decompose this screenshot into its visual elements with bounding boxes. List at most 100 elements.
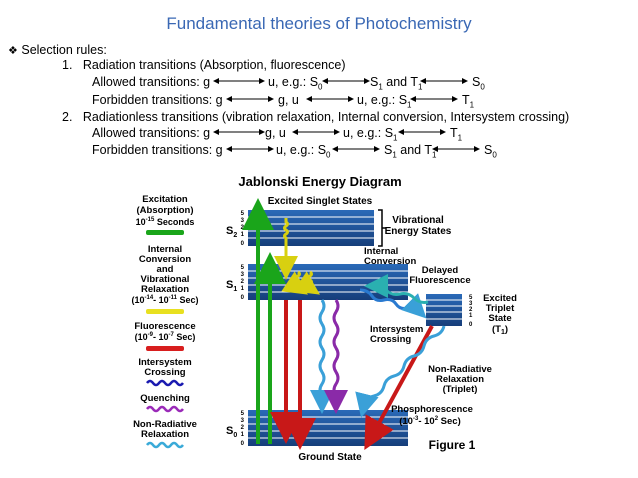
quenching-arrow [324, 299, 348, 414]
triplet-label-2: Triplet [486, 303, 515, 314]
nrr-triplet-label-3: (Triplet) [443, 384, 478, 395]
forbidden-example: u, e.g.: S0 [276, 143, 331, 160]
legend: Excitation (Absorption) 10-15 Seconds In… [131, 194, 199, 449]
allowed-states: S1 and T1 [370, 75, 423, 92]
svg-text:3: 3 [241, 272, 245, 278]
item-number: 2. [62, 110, 73, 124]
svg-text:3: 3 [469, 301, 473, 307]
t1-band [426, 294, 462, 326]
isc-label-1: Intersystem [370, 324, 423, 335]
legend-fluorescence-swatch [146, 346, 184, 351]
allowed-example: u, e.g.: S0 [268, 75, 323, 92]
s2-band [248, 210, 374, 246]
item-number: 1. [62, 58, 73, 72]
nrr-triplet-arrow [355, 325, 446, 418]
delayed-fluorescence-arrow [364, 274, 429, 304]
svg-text:0: 0 [241, 295, 245, 301]
allowed-mid: g, u [265, 126, 286, 140]
legend-excitation-swatch [146, 230, 184, 235]
svg-text:Quenching: Quenching [140, 393, 190, 404]
internal-conversion-label-1: Internal [364, 246, 398, 257]
svg-text:(10-14- 10-11 Sec): (10-14- 10-11 Sec) [131, 295, 198, 305]
double-arrow-icon [213, 78, 265, 84]
svg-text:2: 2 [469, 307, 473, 313]
jablonski-diagram: Jablonski Energy Diagram Excited Singlet… [131, 174, 517, 463]
figure-label: Figure 1 [429, 438, 476, 452]
delayed-fluorescence-label-2: Fluorescence [409, 275, 470, 286]
selection-rules-text: Selection rules: [21, 43, 107, 57]
selection-rules-bullet: ❖ Selection rules: [8, 43, 107, 57]
svg-text:Non-Radiative: Non-Radiative [133, 419, 197, 430]
svg-text:0: 0 [241, 241, 245, 247]
phosphorescence-label-2: (10-3- 102 Sec) [399, 416, 461, 427]
svg-text:Relaxation: Relaxation [141, 284, 189, 295]
svg-text:Crossing: Crossing [144, 367, 185, 378]
vibrational-label-1: Vibrational [392, 215, 444, 226]
s1-label: S1 [226, 279, 237, 293]
item-2-heading: 2. Radiationless transitions (vibration … [62, 110, 569, 124]
svg-text:Excitation: Excitation [142, 194, 188, 205]
svg-text:Internal: Internal [148, 244, 182, 255]
svg-text:0: 0 [469, 322, 473, 328]
double-arrow-icon [226, 96, 274, 102]
svg-text:Conversion: Conversion [139, 254, 191, 265]
svg-text:5: 5 [469, 295, 473, 301]
legend-ic-swatch [146, 309, 184, 314]
item-heading-text: Radiationless transitions (vibration rel… [82, 110, 570, 124]
svg-text:Relaxation: Relaxation [141, 429, 189, 440]
delayed-fluorescence-label-1: Delayed [422, 265, 459, 276]
svg-text:5: 5 [241, 411, 245, 417]
forbidden-end: S0 [484, 143, 497, 160]
legend-nrr-swatch [146, 441, 184, 449]
double-arrow-icon [213, 129, 265, 135]
double-arrow-icon [226, 146, 274, 152]
nrr-arrow-1 [310, 299, 334, 414]
svg-text:2: 2 [241, 279, 245, 285]
svg-text:1: 1 [241, 232, 245, 238]
legend-isc-swatch [146, 379, 184, 387]
forbidden-label: Forbidden transitions: g [92, 93, 223, 107]
legend-quenching-swatch [146, 405, 184, 413]
slide-title: Fundamental theories of Photochemistry [166, 14, 472, 33]
svg-text:5: 5 [241, 265, 245, 271]
double-arrow-icon [306, 96, 354, 102]
svg-text:3: 3 [241, 418, 245, 424]
double-arrow-icon [292, 129, 340, 135]
nrr-triplet-label-2: Relaxation [436, 374, 484, 385]
item-1-heading: 1. Radiation transitions (Absorption, fl… [62, 58, 346, 72]
double-arrow-icon [322, 78, 370, 84]
nrr-triplet-label-1: Non-Radiative [428, 364, 492, 375]
allowed-label: Allowed transitions: g [92, 126, 211, 140]
svg-text:10-15 Seconds: 10-15 Seconds [136, 217, 195, 227]
svg-text:Fluorescence: Fluorescence [134, 321, 195, 332]
diamond-bullet-icon: ❖ [8, 45, 18, 57]
forbidden-label: Forbidden transitions: g [92, 143, 223, 157]
double-arrow-icon [398, 129, 446, 135]
svg-text:1: 1 [241, 432, 245, 438]
triplet-label-3: State [488, 313, 511, 324]
svg-text:3: 3 [241, 218, 245, 224]
svg-text:and: and [157, 264, 174, 275]
svg-text:0: 0 [241, 441, 245, 447]
phosphorescence-label-1: Phosphorescence [391, 404, 473, 415]
svg-text:(10-9- 10-7 Sec): (10-9- 10-7 Sec) [135, 332, 196, 342]
allowed-end: T1 [450, 126, 463, 143]
diagram-title: Jablonski Energy Diagram [238, 174, 401, 189]
svg-text:1: 1 [241, 286, 245, 292]
forbidden-end: T1 [462, 93, 475, 110]
internal-conversion-label-2: Conversion [364, 256, 416, 267]
svg-text:2: 2 [241, 225, 245, 231]
double-arrow-icon [420, 78, 468, 84]
excited-singlet-states-label: Excited Singlet States [268, 196, 373, 207]
forbidden-states: S1 and T1 [384, 143, 437, 160]
s0-label: S0 [226, 425, 237, 439]
allowed-example: u, e.g.: S1 [343, 126, 398, 143]
ic-arrow-3 [293, 270, 320, 295]
svg-text:(Absorption): (Absorption) [137, 205, 194, 216]
vibrational-label-2: Energy States [385, 226, 452, 237]
double-arrow-icon [432, 146, 480, 152]
ic-arrow-1 [274, 218, 298, 280]
svg-text:5: 5 [241, 211, 245, 217]
svg-text:Intersystem: Intersystem [138, 357, 191, 368]
s2-label: S2 [226, 225, 237, 239]
